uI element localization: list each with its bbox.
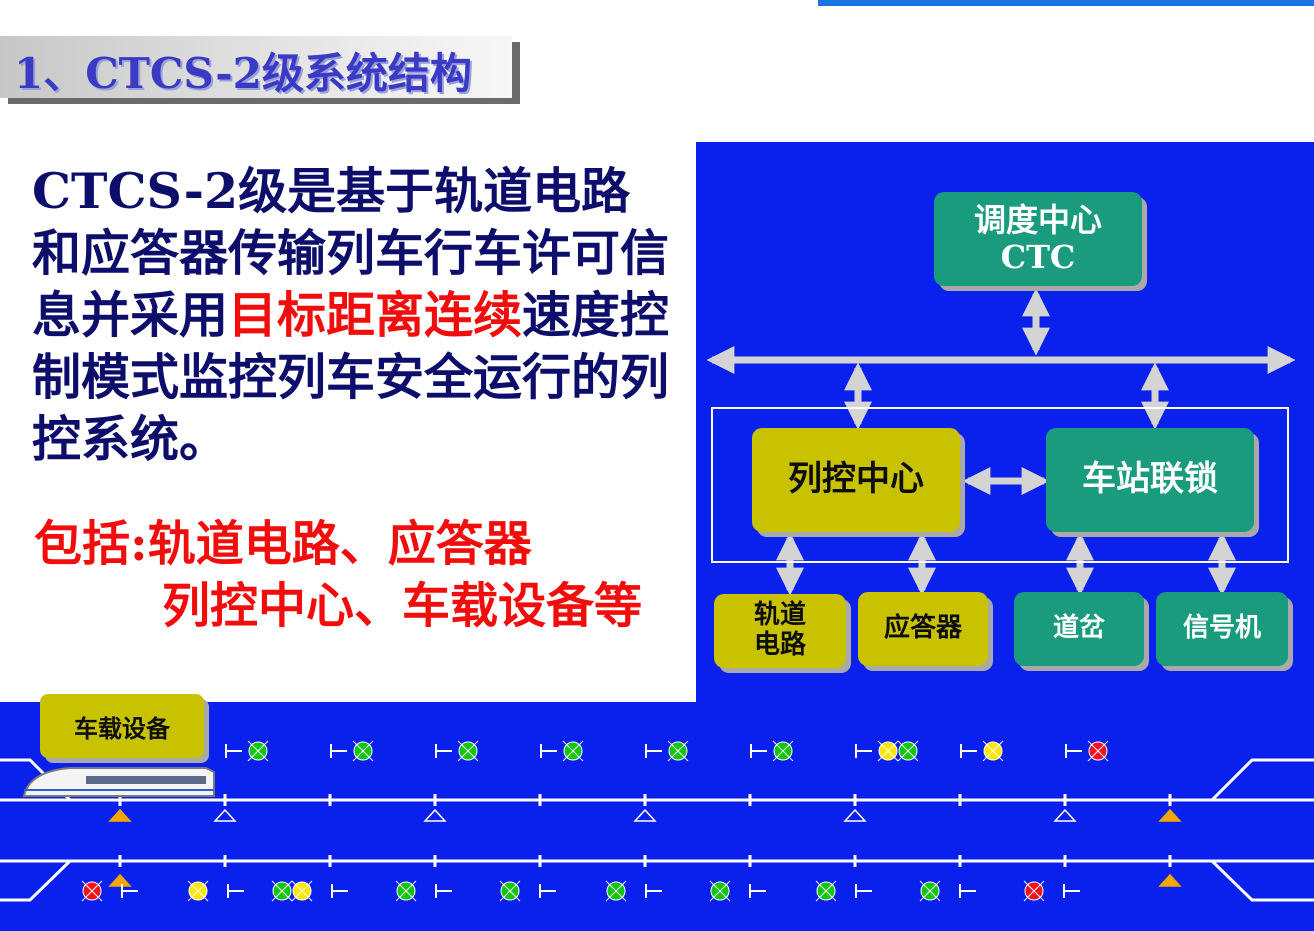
description-part1: CTCS-2级是基于轨道电路和应答器传输列车行车许可信息并采用 — [32, 162, 670, 344]
balise-icon — [843, 808, 867, 822]
track-circuit-box: 轨道 电路 — [714, 594, 846, 668]
onboard-equipment-box: 车载设备 — [40, 694, 204, 758]
title-box — [0, 36, 512, 98]
balise-box: 应答器 — [858, 592, 988, 666]
track-circuit-line2: 电路 — [753, 630, 806, 660]
includes-line1: 包括:轨道电路、应答器 — [34, 516, 532, 572]
train-icon — [22, 767, 215, 797]
rail-lines — [0, 758, 1314, 902]
balise-icon — [423, 808, 447, 822]
signal-box: 信号机 — [1156, 592, 1288, 666]
ctc-box: 调度中心 CTC — [934, 192, 1142, 286]
signals — [81, 740, 1109, 902]
balise-icon — [633, 808, 657, 822]
connector-arrows — [706, 288, 1296, 596]
balises — [108, 808, 1182, 887]
track-circuit-line1: 轨道 — [753, 600, 806, 631]
balise-icon — [1053, 808, 1077, 822]
description-highlight: 目标距离连续 — [228, 286, 523, 344]
top-accent-bar — [818, 0, 1314, 6]
slide-title: 1、CTCS-2级系统结构 — [14, 49, 472, 98]
description-part2: 速度控制模式监控列车安全运行的列控系统。 — [32, 286, 670, 468]
track-joints — [118, 794, 1172, 867]
tcc-box: 列控中心 — [752, 428, 960, 532]
includes-line2: 列控中心、车载设备等 — [162, 578, 643, 634]
ctc-label-line1: 调度中心 — [973, 201, 1102, 240]
balise-icon — [108, 808, 132, 822]
station-frame — [711, 407, 1289, 563]
balise-icon — [1158, 873, 1182, 887]
balise-icon — [108, 873, 132, 887]
switch-box: 道岔 — [1014, 592, 1144, 666]
description-paragraph: CTCS-2级是基于轨道电路和应答器传输列车行车许可信息并采用目标距离连续速度控… — [32, 160, 672, 470]
interlocking-box: 车站联锁 — [1046, 428, 1254, 532]
balise-icon — [1158, 808, 1182, 822]
balise-icon — [213, 808, 237, 822]
ctc-label-line2: CTC — [1000, 238, 1076, 276]
